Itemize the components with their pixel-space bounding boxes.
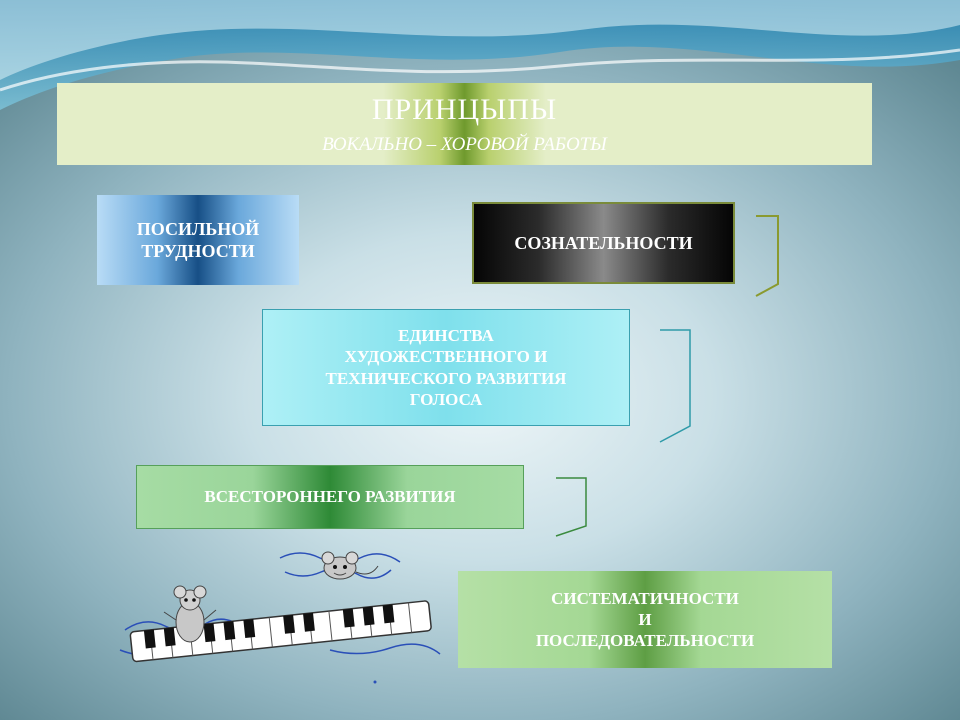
principle-box-posilnoy-trudnosti: ПОСИЛЬНОЙ ТРУДНОСТИ [97,195,299,285]
diagram-title-banner: ПРИНЦЫПЫ ВОКАЛЬНО – ХОРОВОЙ РАБОТЫ [57,83,872,165]
principle-box-soznatelnosti: СОЗНАТЕЛЬНОСТИ [472,202,735,284]
diagram-title: ПРИНЦЫПЫ [371,93,558,127]
piano-keyboard-icon [129,600,432,663]
bracket-connector-olive [755,215,779,297]
principle-label-line: ПОСЛЕДОВАТЕЛЬНОСТИ [535,631,755,651]
principle-label-line: СИСТЕМАТИЧНОСТИ [551,588,739,608]
bracket-connector-green [555,477,587,537]
principle-label-line: ГОЛОСА [409,389,483,409]
principle-label-line: ЕДИНСТВА [398,326,494,345]
diagram-subtitle: ВОКАЛЬНО – ХОРОВОЙ РАБОТЫ [322,133,607,155]
principle-label-line: И [638,609,652,629]
mouse-icon [321,551,379,580]
principle-label-line: ТРУДНОСТИ [141,241,255,261]
mouse-icon [163,585,217,643]
principle-label: ВСЕСТОРОННЕГО РАЗВИТИЯ [204,487,456,507]
principle-label: СОЗНАТЕЛЬНОСТИ [514,232,693,253]
principle-box-sistematichnosti: СИСТЕМАТИЧНОСТИ И ПОСЛЕДОВАТЕЛЬНОСТИ [458,571,832,668]
principle-box-vsestoronnego-razvitiya: ВСЕСТОРОННЕГО РАЗВИТИЯ [136,465,524,529]
mice-piano-clipart [119,551,441,684]
dot-decoration-icon [373,680,377,684]
principle-label-line: ХУДОЖЕСТВЕННОГО И [344,347,548,367]
wave-header-decoration [0,0,960,110]
principle-box-edinstva: ЕДИНСТВА ХУДОЖЕСТВЕННОГО И ТЕХНИЧЕСКОГО … [262,309,630,426]
principle-label-line: ТЕХНИЧЕСКОГО РАЗВИТИЯ [325,368,567,388]
bracket-connector-teal [659,329,691,443]
principle-label-line: ПОСИЛЬНОЙ [136,218,260,239]
